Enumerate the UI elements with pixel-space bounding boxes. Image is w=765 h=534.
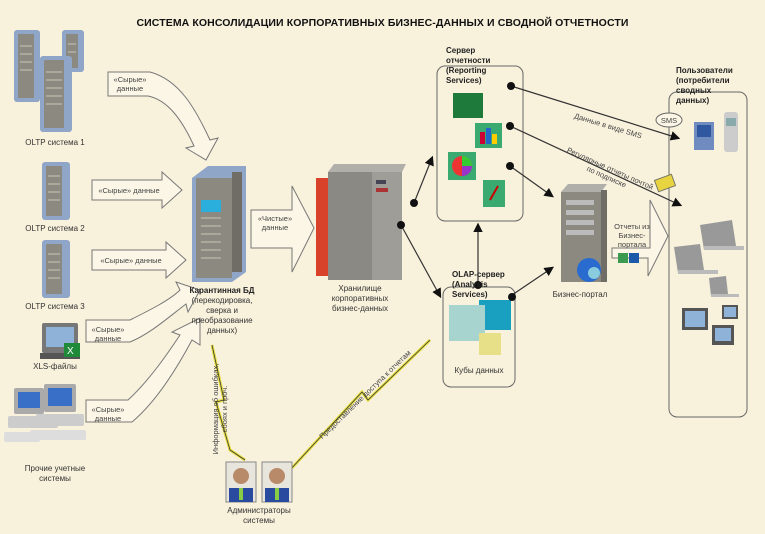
oltp-3-label: OLTP система 3 xyxy=(25,302,85,311)
envelope-icon xyxy=(653,173,677,193)
desktops-icon xyxy=(682,305,738,345)
pda-icon xyxy=(694,122,714,150)
raw-flow-1-label: «Сырые»данные xyxy=(113,75,147,93)
admin-avatar-2 xyxy=(261,461,293,503)
ie-icon xyxy=(629,253,639,263)
oltp-2-label: OLTP система 2 xyxy=(25,224,85,233)
quarantine-db-server-icon xyxy=(192,166,246,282)
raw-arrow-2 xyxy=(91,170,183,210)
sms-badge xyxy=(655,112,683,128)
quarantine-label: Карантинная БД (перекодировка, сверка и … xyxy=(189,286,255,335)
raw-flow-5-label: «Сырые»данные xyxy=(91,405,125,423)
raw-arrow-3 xyxy=(91,240,187,280)
clean-flow-label: «Чистые»данные xyxy=(257,214,293,232)
oltp-2-server-icon xyxy=(42,162,70,220)
reporting-server-label: Сервер отчетности (Reporting Services) xyxy=(446,46,491,85)
xls-computer-icon: X xyxy=(40,323,80,359)
raw-arrow-1 xyxy=(107,71,219,161)
mobile-phone-icon xyxy=(724,112,738,152)
reporting-icons xyxy=(448,93,505,207)
oltp-1-server-cluster-icon xyxy=(14,30,84,132)
business-portal-label: Бизнес-портал xyxy=(552,290,608,299)
workstations-icon xyxy=(4,384,86,442)
olap-server-label: OLAP-сервер (Analysis Services) xyxy=(452,270,505,299)
raw-flow-3-label: «Сырые» данные xyxy=(100,256,162,265)
page-title: СИСТЕМА КОНСОЛИДАЦИИ КОРПОРАТИВНЫХ БИЗНЕ… xyxy=(136,17,629,29)
users-box xyxy=(668,91,748,418)
excel-icon xyxy=(618,253,628,263)
oltp-3-server-icon xyxy=(42,240,70,298)
clean-data-arrow xyxy=(250,185,315,273)
raw-data-arrows xyxy=(85,71,219,423)
admins-label: Администраторы системы xyxy=(227,506,291,525)
raw-flow-2-label: «Сырые» данные xyxy=(98,186,160,195)
laptops-icon xyxy=(674,220,744,297)
users-label: Пользователи (потребители сводных данных… xyxy=(676,66,733,105)
warehouse-server-icon xyxy=(316,164,406,280)
admin-avatar-1 xyxy=(225,461,257,503)
errors-flow-label: Информация об ошибках, сбоях и проч. xyxy=(211,363,229,455)
table-report-icon xyxy=(453,93,483,118)
svg-text:X: X xyxy=(67,346,74,357)
raw-flow-4-label: «Сырые»данные xyxy=(91,325,125,343)
sms-badge-label: SMS xyxy=(660,116,678,125)
portal-reports-label: Отчеты из Бизнес- портала xyxy=(614,222,650,249)
raw-arrow-5 xyxy=(85,317,201,423)
data-cubes-icon xyxy=(449,300,511,355)
connectors xyxy=(400,85,683,299)
data-cubes-label: Кубы данных xyxy=(454,366,504,375)
warehouse-label: Хранилище корпоративных бизнес-данных xyxy=(331,284,389,313)
reporting-server-box xyxy=(436,65,524,222)
xls-files-label: XLS-файлы xyxy=(33,362,77,371)
business-portal-server-icon xyxy=(561,184,607,282)
connector-dots xyxy=(397,82,516,301)
raw-arrow-4 xyxy=(85,281,201,343)
other-systems-label: Прочие учетные системы xyxy=(24,464,86,483)
oltp-1-label: OLTP система 1 xyxy=(25,138,85,147)
